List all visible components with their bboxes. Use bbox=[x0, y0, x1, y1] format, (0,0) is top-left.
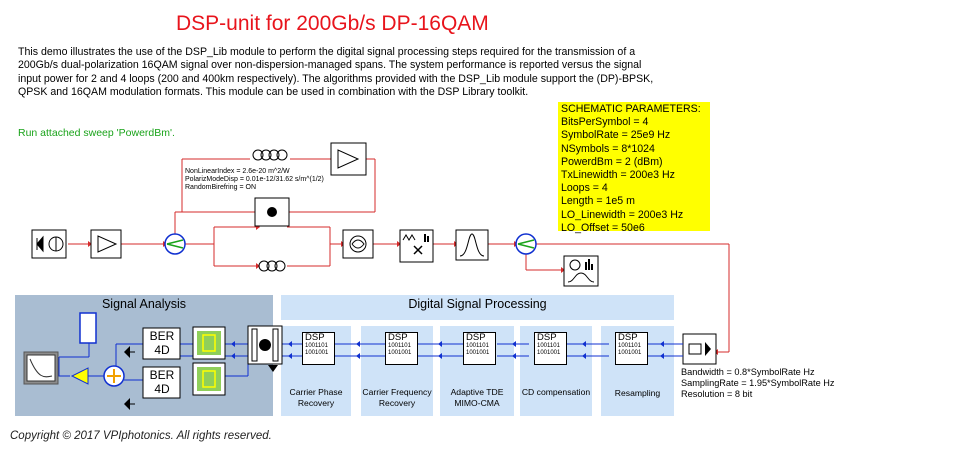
constellation-icon-2 bbox=[192, 362, 226, 396]
dsp-module-icon[interactable]: DSP 1001101 1001001 bbox=[534, 332, 567, 365]
booster-amplifier-icon bbox=[90, 229, 122, 259]
ber-label: BER bbox=[149, 329, 175, 343]
dsp-bits: 1001101 bbox=[466, 343, 489, 349]
dsp-bits: 1001101 bbox=[388, 343, 411, 349]
receiver-param-line: Resolution = 8 bit bbox=[681, 389, 753, 399]
dsp-tag: DSP bbox=[388, 332, 408, 343]
dsp-tag: DSP bbox=[305, 332, 325, 343]
dsp-bits: 1001001 bbox=[388, 350, 412, 356]
fiber-param-line: PolarizModeDisp = 0.01e-12/31.62 s/m^(1/… bbox=[185, 176, 324, 183]
loop-control-icon bbox=[254, 197, 290, 227]
spectrum-analyzer-icon bbox=[563, 255, 599, 287]
dsp-panel-header bbox=[281, 295, 674, 320]
dsp-bits: 1001101 bbox=[618, 343, 641, 349]
signal-splitter-icon bbox=[247, 325, 283, 365]
dsp-stage-label: Carrier Frequency Recovery bbox=[362, 387, 432, 408]
xy-plot-icon bbox=[23, 351, 59, 385]
dsp-tag: DSP bbox=[537, 332, 557, 343]
description-text: This demo illustrates the use of the DSP… bbox=[18, 46, 654, 98]
sink-arrows bbox=[124, 346, 278, 410]
param-line: LO_Offset = 50e6 bbox=[561, 221, 645, 234]
summation-icon bbox=[103, 365, 125, 387]
coupler-icon-2 bbox=[515, 233, 537, 255]
dsp-bits: 1001101 bbox=[305, 343, 328, 349]
dsp-tag: DSP bbox=[466, 332, 486, 343]
param-line: Length = 1e5 m bbox=[561, 195, 635, 208]
param-line: SymbolRate = 25e9 Hz bbox=[561, 129, 671, 142]
coupler-icon-1 bbox=[164, 233, 186, 255]
receiver-param-line: Bandwidth = 0.8*SymbolRate Hz bbox=[681, 367, 815, 377]
dsp-module-icon[interactable]: DSP 1001101 1001001 bbox=[385, 332, 418, 365]
ber-sublabel: 4D bbox=[154, 343, 170, 357]
electrical-arrowheads bbox=[231, 341, 664, 359]
optical-filter-icon bbox=[455, 229, 489, 261]
ber-sublabel: 4D bbox=[154, 382, 170, 396]
page-title: DSP-unit for 200Gb/s DP-16QAM bbox=[176, 12, 489, 35]
dsp-stage-label: Resampling bbox=[614, 388, 661, 398]
dsp-module-icon[interactable]: DSP 1001101 1001001 bbox=[463, 332, 496, 365]
dsp-bits: 1001001 bbox=[305, 350, 329, 356]
dsp-panel-heading: Digital Signal Processing bbox=[408, 297, 547, 311]
ber-block-1 bbox=[142, 327, 181, 360]
dsp-stage-label: CD compensation bbox=[521, 387, 591, 397]
fiber-coil-icon-bottom bbox=[258, 260, 286, 272]
gain-triangle-icon bbox=[70, 367, 89, 385]
receiver-param-line: SamplingRate = 1.95*SymbolRate Hz bbox=[681, 378, 835, 388]
dsp-module-icon[interactable]: DSP 1001101 1001001 bbox=[615, 332, 648, 365]
transmitter-icon bbox=[31, 229, 67, 259]
parameter-input-icon bbox=[79, 312, 97, 344]
param-line: NSymbols = 8*1024 bbox=[561, 142, 655, 155]
sweep-note[interactable]: Run attached sweep 'PowerdBm'. bbox=[18, 127, 175, 139]
dsp-bits: 1001001 bbox=[618, 350, 642, 356]
fiber-param-line: NonLinearIndex = 2.6e-20 m^2/W bbox=[185, 168, 290, 175]
dsp-bits: 1001101 bbox=[537, 343, 560, 349]
param-line: LO_Linewidth = 200e3 Hz bbox=[561, 208, 684, 221]
param-line: Loops = 4 bbox=[561, 182, 608, 195]
ber-block-2 bbox=[142, 366, 181, 399]
dsp-bits: 1001001 bbox=[537, 350, 561, 356]
dsp-bits: 1001001 bbox=[466, 350, 490, 356]
polarization-icon bbox=[342, 229, 374, 259]
schematic-parameters-heading: SCHEMATIC PARAMETERS: bbox=[561, 103, 701, 115]
coherent-receiver-icon bbox=[682, 333, 717, 365]
channel-effects-icon bbox=[399, 229, 434, 263]
dsp-stage-label: Carrier Phase Recovery bbox=[289, 387, 343, 408]
fiber-coil-icon-top bbox=[252, 149, 288, 161]
schematic-parameters-box[interactable]: SCHEMATIC PARAMETERS: BitsPerSymbol = 4 … bbox=[558, 102, 710, 234]
ber-label: BER bbox=[149, 368, 175, 382]
param-line: TxLinewidth = 200e3 Hz bbox=[561, 169, 675, 182]
dsp-module-icon[interactable]: DSP 1001101 1001001 bbox=[302, 332, 335, 365]
dsp-tag: DSP bbox=[618, 332, 638, 343]
signal-analysis-heading: Signal Analysis bbox=[101, 297, 187, 311]
copyright-text: Copyright © 2017 VPIphotonics. All right… bbox=[10, 430, 272, 442]
param-line: PowerdBm = 2 (dBm) bbox=[561, 155, 663, 168]
inline-amplifier-icon bbox=[330, 142, 367, 176]
fiber-param-line: RandomBirefring = ON bbox=[185, 184, 257, 191]
constellation-icon-1 bbox=[192, 326, 226, 360]
param-line: BitsPerSymbol = 4 bbox=[561, 116, 649, 129]
dsp-stage-label: Adaptive TDE MIMO-CMA bbox=[450, 387, 504, 408]
optical-wires bbox=[68, 158, 730, 353]
